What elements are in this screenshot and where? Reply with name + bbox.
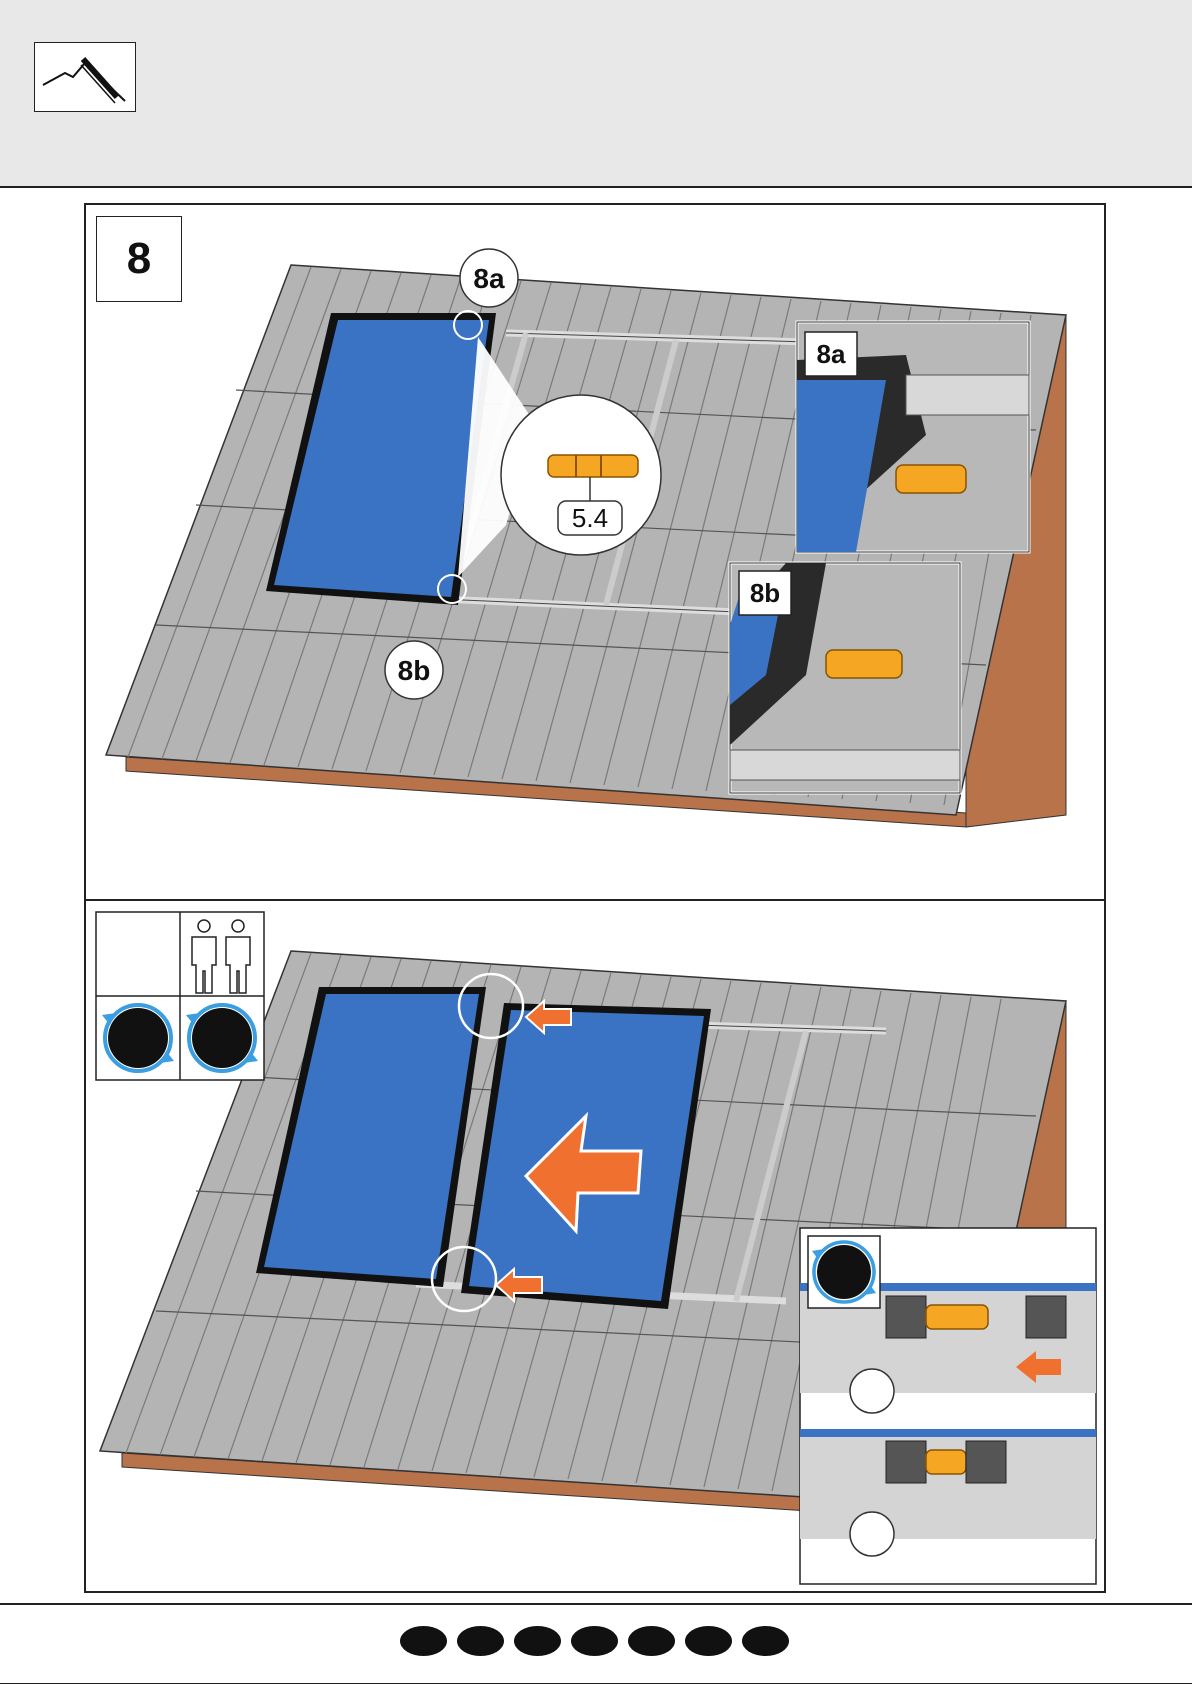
callout-8b: 8b bbox=[398, 655, 431, 686]
page-dot bbox=[571, 1626, 618, 1656]
connection-detail-inset bbox=[800, 1228, 1096, 1584]
page-header bbox=[0, 0, 1192, 188]
inset-8b-label: 8b bbox=[750, 578, 780, 608]
instruction-frame: 8 bbox=[84, 203, 1106, 1593]
bottom-roof-illustration bbox=[86, 901, 1108, 1595]
requirements-grid bbox=[96, 912, 264, 1080]
rotate-tool-icon bbox=[102, 1005, 174, 1071]
page-dot bbox=[514, 1626, 561, 1656]
inset-8b: 8b bbox=[730, 563, 960, 793]
roof-slope-icon bbox=[34, 42, 136, 112]
page-dots bbox=[400, 1626, 789, 1656]
inset-8a: 8a bbox=[797, 322, 1029, 552]
page-dot bbox=[400, 1626, 447, 1656]
page-dot bbox=[742, 1626, 789, 1656]
page-dot bbox=[685, 1626, 732, 1656]
part-reference-label: 5.4 bbox=[572, 503, 608, 533]
footer-bottom-rule bbox=[0, 1683, 1192, 1684]
callout-8a: 8a bbox=[473, 263, 505, 294]
rotate-tool-icon bbox=[812, 1242, 876, 1302]
page-dot bbox=[457, 1626, 504, 1656]
rotate-tool-icon bbox=[186, 1005, 258, 1071]
top-roof-illustration: 5.4 8a 8b 8a 8b bbox=[86, 205, 1108, 899]
footer-rule bbox=[0, 1603, 1192, 1605]
page-dot bbox=[628, 1626, 675, 1656]
inset-8a-label: 8a bbox=[817, 339, 846, 369]
